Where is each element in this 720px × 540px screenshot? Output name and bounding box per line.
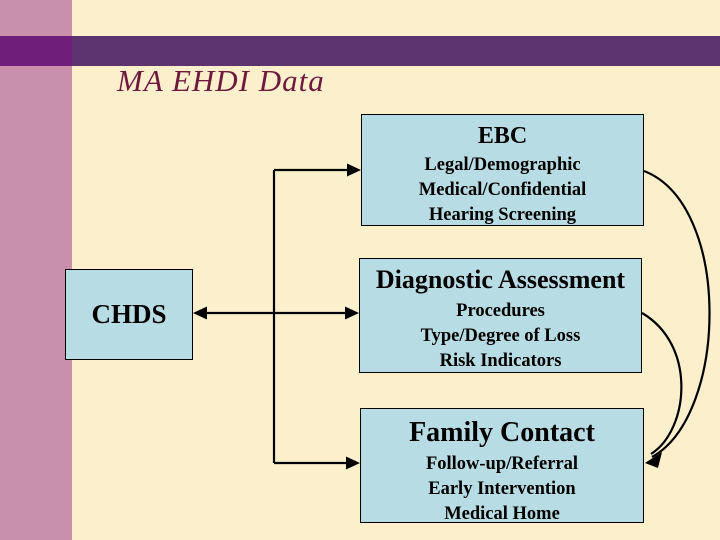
chds-box-title: CHDS: [91, 299, 167, 329]
diagnostic-assessment-box: Diagnostic Assessment Procedures Type/De…: [359, 258, 642, 373]
header-band: [0, 36, 720, 66]
diagnostic-family-feedback-arc: [641, 312, 683, 455]
family-box-title: Family Contact: [409, 417, 595, 448]
family-box-line: Follow-up/Referral: [425, 454, 579, 474]
ebc-box-title: EBC: [477, 123, 528, 149]
family-box-line: Early Intervention: [428, 479, 576, 499]
ebc-arrowhead-icon: [347, 163, 361, 177]
diagnostic-arrowhead-icon: [345, 306, 359, 320]
page-title: MA EHDI Data: [117, 63, 325, 98]
ebc-box-line: Legal/Demographic: [424, 155, 581, 175]
ebc-box-line: Medical/Confidential: [418, 180, 587, 200]
ebc-box-line: Hearing Screening: [428, 205, 577, 225]
diagnostic-box-title: Diagnostic Assessment: [375, 265, 626, 294]
header-band-accent: [0, 36, 72, 66]
family-contact-box: Family Contact Follow-up/Referral Early …: [360, 408, 644, 524]
ebc-box: EBC Legal/Demographic Medical/Confidenti…: [361, 114, 644, 226]
feedback-arrowhead-icon: [645, 452, 662, 468]
family-arrowhead-icon: [346, 456, 360, 470]
chds-arrowhead-icon: [193, 306, 207, 320]
chds-box: CHDS: [65, 269, 193, 360]
diagnostic-box-line: Risk Indicators: [439, 351, 562, 371]
family-box-line: Medical Home: [444, 504, 560, 524]
ebc-family-feedback-arc: [643, 169, 711, 458]
diagnostic-box-line: Type/Degree of Loss: [420, 326, 581, 346]
diagnostic-box-line: Procedures: [456, 301, 545, 321]
sidebar-bar: [0, 0, 72, 540]
